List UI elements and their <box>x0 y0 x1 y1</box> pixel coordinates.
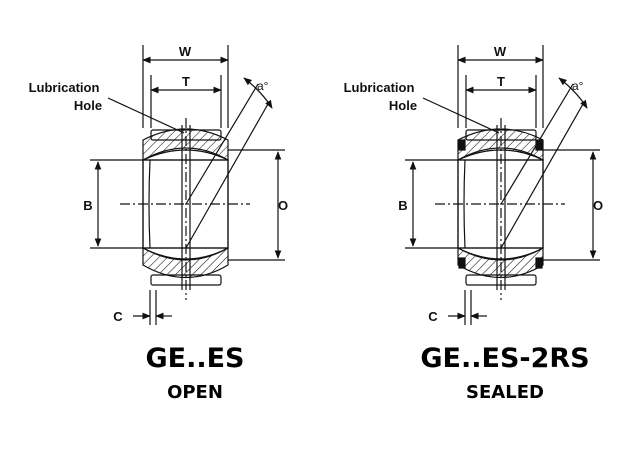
label-t: T <box>497 74 505 89</box>
variant-label: OPEN <box>167 382 223 403</box>
outer-ring <box>457 128 544 286</box>
angle-arc <box>558 77 588 109</box>
label-b: B <box>83 198 92 213</box>
label-b: B <box>398 198 407 213</box>
outer-ring <box>142 128 229 286</box>
labels-open: W T a° Lubrication Hole B O C <box>29 44 288 324</box>
labels-sealed: W T a° Lubrication Hole B O C <box>344 44 603 324</box>
lubrication-leader <box>107 97 185 134</box>
label-hole: Hole <box>74 98 102 113</box>
seals <box>458 139 543 269</box>
label-angle: a° <box>572 79 584 93</box>
bearing-diagram-sealed <box>405 45 600 325</box>
bearing-diagram-open <box>90 45 285 325</box>
caption-open: GE..ES OPEN <box>105 343 285 403</box>
label-lubrication: Lubrication <box>344 80 415 95</box>
variant-label: SEALED <box>466 382 544 403</box>
lubrication-leader <box>422 97 500 134</box>
label-angle: a° <box>257 79 269 93</box>
label-o: O <box>593 198 603 213</box>
label-c: C <box>428 309 438 324</box>
label-o: O <box>278 198 288 213</box>
label-hole: Hole <box>389 98 417 113</box>
caption-sealed: GE..ES-2RS SEALED <box>395 343 615 403</box>
label-t: T <box>182 74 190 89</box>
angle-arc <box>243 77 273 109</box>
label-w: W <box>179 44 192 59</box>
label-w: W <box>494 44 507 59</box>
model-name: GE..ES <box>145 343 245 374</box>
model-name: GE..ES-2RS <box>420 343 590 374</box>
label-lubrication: Lubrication <box>29 80 100 95</box>
label-c: C <box>113 309 123 324</box>
